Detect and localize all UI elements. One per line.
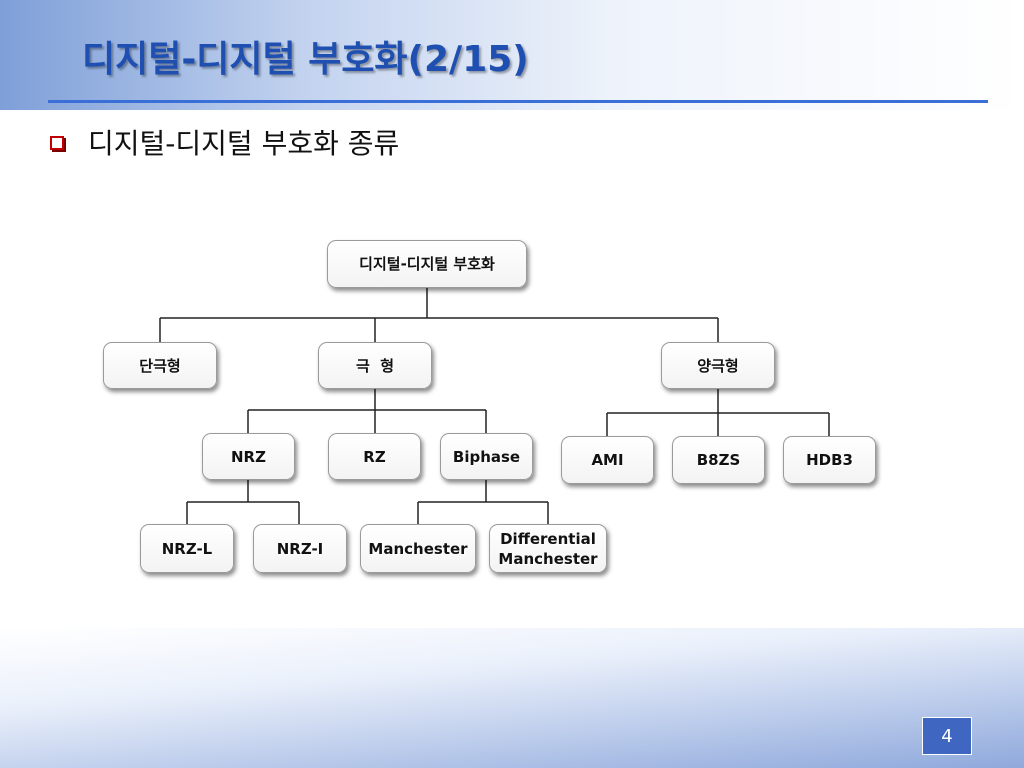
node-ami: AMI [561,436,654,484]
page-number-badge: 4 [922,717,972,755]
node-manchester: Manchester [360,524,476,573]
node-unipolar: 단극형 [103,342,217,389]
node-differential-manchester: Differential Manchester [489,524,607,573]
bullet-text: 디지털-디지털 부호화 종류 [88,127,400,160]
header-background [0,0,1024,110]
node-nrz: NRZ [202,433,295,480]
node-biphase: Biphase [440,433,533,480]
title-underline [48,100,988,103]
node-digital-digital-encoding: 디지털-디지털 부호화 [327,240,527,288]
node-nrz-i: NRZ-I [253,524,347,573]
node-nrz-l: NRZ-L [140,524,234,573]
node-hdb3: HDB3 [783,436,876,484]
node-rz: RZ [328,433,421,480]
node-b8zs: B8ZS [672,436,765,484]
slide-title: 디지털-디지털 부호화(2/15) [82,39,529,80]
square-bullet-icon [50,136,64,150]
node-polar: 극 형 [318,342,432,389]
node-bipolar: 양극형 [661,342,775,389]
footer-background [0,628,1024,768]
